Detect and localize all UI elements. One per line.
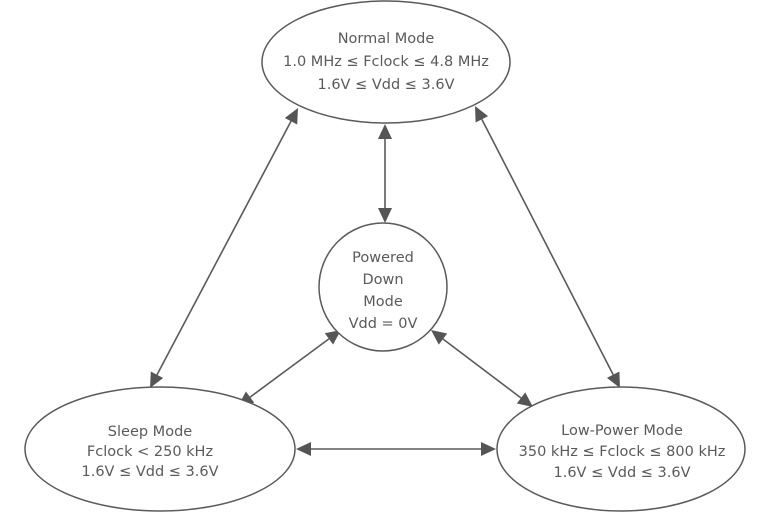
- node-normal-mode: Normal Mode 1.0 MHz ≤ Fclock ≤ 4.8 MHz 1…: [261, 0, 511, 124]
- arrowhead-normal-sleep-end: [150, 371, 164, 388]
- arrowhead-normal-powered-down-end: [378, 208, 392, 223]
- normal-mode-ellipse: [261, 0, 511, 124]
- edge-line-powered-down-sleep: [249, 338, 330, 398]
- arrowhead-powered-down-low-power-start: [431, 330, 448, 345]
- edge-powered-down-sleep: [238, 330, 341, 406]
- normal-mode-clock-range: 1.0 MHz ≤ Fclock ≤ 4.8 MHz: [283, 54, 489, 70]
- low-power-mode-vdd-range: 1.6V ≤ Vdd ≤ 3.6V: [553, 465, 690, 481]
- sleep-mode-title: Sleep Mode: [108, 424, 192, 440]
- arrowhead-sleep-low-power-start: [296, 442, 311, 456]
- powered-down-vdd: Vdd = 0V: [349, 316, 418, 332]
- edge-powered-down-low-power: [431, 330, 533, 407]
- edge-normal-sleep: [150, 108, 298, 388]
- low-power-mode-title: Low-Power Mode: [561, 423, 683, 439]
- arrowhead-powered-down-sleep-start: [324, 330, 341, 345]
- edge-line-powered-down-low-power: [442, 338, 522, 399]
- arrowhead-sleep-low-power-end: [481, 442, 496, 456]
- powered-down-circle: [318, 222, 448, 352]
- sleep-mode-clock-range: Fclock < 250 kHz: [87, 444, 213, 460]
- node-low-power-mode: Low-Power Mode 350 kHz ≤ Fclock ≤ 800 kH…: [496, 386, 746, 512]
- node-powered-down-mode: Powered Down Mode Vdd = 0V: [318, 222, 448, 352]
- edge-line-normal-sleep: [156, 120, 292, 376]
- arrowhead-powered-down-low-power-end: [516, 392, 533, 407]
- edge-sleep-low-power: [296, 442, 496, 456]
- powered-down-title-line1: Powered: [352, 250, 414, 266]
- powered-down-title-line2: Down: [362, 272, 403, 288]
- arrowhead-normal-low-power-start: [475, 106, 489, 123]
- normal-mode-title: Normal Mode: [338, 31, 435, 47]
- arrowhead-normal-low-power-end: [606, 371, 620, 388]
- powered-down-title-line3: Mode: [363, 294, 403, 310]
- node-sleep-mode: Sleep Mode Fclock < 250 kHz 1.6V ≤ Vdd ≤…: [24, 386, 296, 512]
- edges: [150, 106, 620, 456]
- edge-normal-low-power: [475, 106, 620, 388]
- edge-line-normal-low-power: [481, 118, 614, 376]
- sleep-mode-vdd-range: 1.6V ≤ Vdd ≤ 3.6V: [81, 464, 218, 480]
- edge-normal-powered-down: [378, 124, 392, 223]
- low-power-mode-clock-range: 350 kHz ≤ Fclock ≤ 800 kHz: [519, 444, 726, 460]
- normal-mode-vdd-range: 1.6V ≤ Vdd ≤ 3.6V: [317, 77, 454, 93]
- arrowhead-normal-powered-down-start: [378, 124, 392, 139]
- arrowhead-normal-sleep-start: [284, 108, 298, 125]
- low-power-mode-ellipse: [496, 386, 746, 512]
- sleep-mode-ellipse: [24, 386, 296, 512]
